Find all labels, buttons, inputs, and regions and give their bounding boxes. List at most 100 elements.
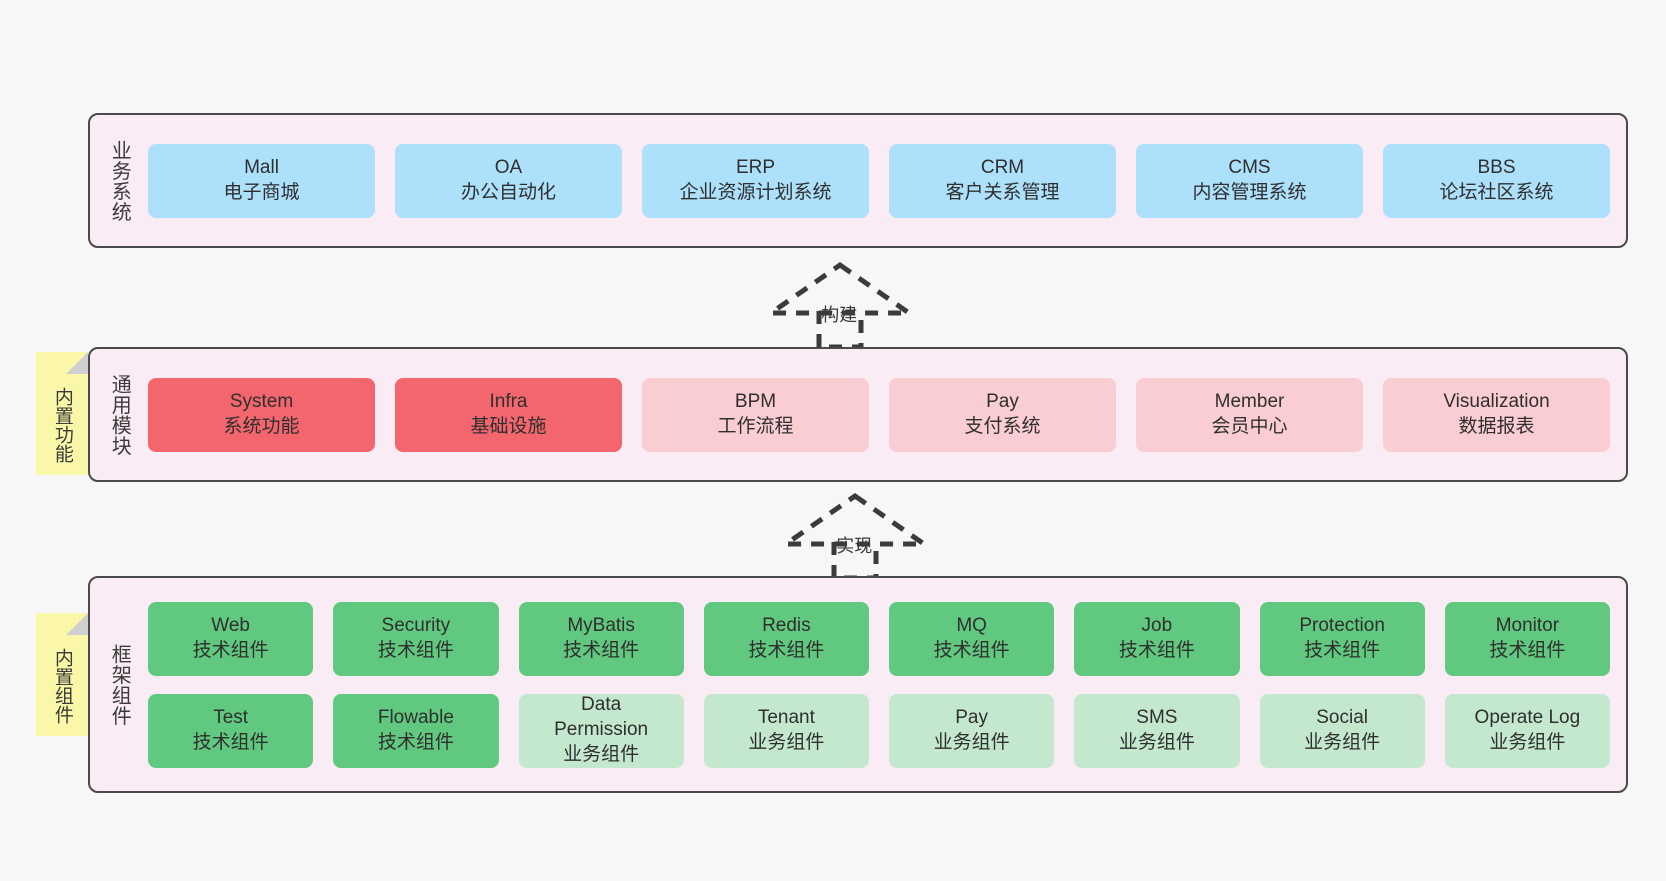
box-title-cn: 内容管理系统 — [1192, 181, 1307, 203]
box-title-en: BBS — [1477, 156, 1516, 178]
box-title-cn: 技术组件 — [933, 639, 1010, 661]
box-title-cn: 论坛社区系统 — [1439, 181, 1554, 203]
band-common-modules: 通用模块 System 系统功能 Infra 基础设施 BPM 工作流程 Pay 支付系统 Me… — [88, 347, 1628, 482]
box-title-en: CMS — [1228, 156, 1271, 178]
box-title-cn: 业务组件 — [1304, 731, 1381, 753]
box-title-cn: 业务组件 — [748, 731, 825, 753]
box-title-cn: 技术组件 — [377, 731, 454, 753]
box-title-en: CRM — [980, 156, 1025, 178]
box-title-en: Mall — [244, 156, 279, 178]
box-erp: ERP 企业资源计划系统 — [642, 143, 869, 218]
box-title-en: Redis — [762, 614, 811, 636]
box-title-en: BPM — [734, 390, 777, 412]
box-test: Test 技术组件 — [148, 693, 314, 768]
note-builtin-functions-label: 内置功能 — [51, 386, 73, 463]
box-title-cn: 基础设施 — [470, 415, 547, 437]
box-flowable: Flowable 技术组件 — [333, 693, 499, 768]
box-bpm: BPM 工作流程 — [642, 377, 869, 452]
box-title-cn: 业务组件 — [1489, 731, 1566, 753]
box-operate-log: Operate Log 业务组件 — [1444, 693, 1610, 768]
box-title-en: System — [229, 390, 294, 412]
note-builtin-components-label: 内置组件 — [51, 647, 73, 724]
box-infra: Infra 基础设施 — [395, 377, 622, 452]
box-title-en: Pay — [955, 706, 988, 728]
box-visualization: Visualization 数据报表 — [1383, 377, 1610, 452]
box-title-en: Pay — [986, 390, 1019, 412]
box-title-en: Flowable — [377, 706, 454, 728]
box-title-cn: 数据报表 — [1458, 415, 1535, 437]
box-title-en: Visualization — [1443, 390, 1550, 412]
common-modules-row: System 系统功能 Infra 基础设施 BPM 工作流程 Pay 支付系统 Member 会… — [148, 377, 1610, 452]
box-job: Job 技术组件 — [1074, 601, 1240, 676]
box-title-cn: 企业资源计划系统 — [679, 181, 832, 203]
box-title-en: Infra — [489, 390, 528, 412]
box-title-en: Security — [381, 614, 451, 636]
box-title-cn: 技术组件 — [192, 639, 269, 661]
band-framework-components-label: 框架组件 — [108, 643, 131, 726]
box-system: System 系统功能 — [148, 377, 375, 452]
box-title-cn: 电子商城 — [223, 181, 300, 203]
box-title-en: SMS — [1136, 706, 1178, 728]
box-title-cn: 技术组件 — [377, 639, 454, 661]
box-title-cn: 业务组件 — [933, 731, 1010, 753]
box-title-en: OA — [494, 156, 523, 178]
band-common-modules-body: System 系统功能 Infra 基础设施 BPM 工作流程 Pay 支付系统 Member 会… — [136, 349, 1626, 480]
box-cms: CMS 内容管理系统 — [1136, 143, 1363, 218]
box-title-en: Member — [1214, 390, 1285, 412]
box-title-cn: 客户关系管理 — [945, 181, 1060, 203]
band-business-system: 业务系统 Mall 电子商城 OA 办公自动化 ERP 企业资源计划系统 CRM 客户关系管理… — [88, 113, 1628, 248]
box-title-cn: 业务组件 — [563, 743, 640, 765]
box-pay: Pay 业务组件 — [889, 693, 1055, 768]
box-title-cn: 业务组件 — [1118, 731, 1195, 753]
box-title-cn: 技术组件 — [748, 639, 825, 661]
box-title-cn: 工作流程 — [717, 415, 794, 437]
box-member: Member 会员中心 — [1136, 377, 1363, 452]
box-title-en: MyBatis — [567, 614, 635, 636]
arrow-realize-label: 实现 — [836, 536, 873, 556]
box-title-en: Test — [213, 706, 249, 728]
box-title-en: Tenant — [757, 706, 815, 728]
box-bbs: BBS 论坛社区系统 — [1383, 143, 1610, 218]
box-pay: Pay 支付系统 — [889, 377, 1116, 452]
box-title-cn: 技术组件 — [1118, 639, 1195, 661]
box-title-en: Job — [1141, 614, 1173, 636]
box-title-cn: 技术组件 — [563, 639, 640, 661]
box-tenant: Tenant 业务组件 — [703, 693, 869, 768]
box-sms: SMS 业务组件 — [1074, 693, 1240, 768]
arrow-realize: 实现 — [780, 490, 930, 582]
box-crm: CRM 客户关系管理 — [889, 143, 1116, 218]
box-title-en: Operate Log — [1474, 706, 1581, 728]
box-title-cn: 技术组件 — [1489, 639, 1566, 661]
box-title-cn: 技术组件 — [192, 731, 269, 753]
box-title-en: Data Permission — [554, 694, 649, 741]
box-oa: OA 办公自动化 — [395, 143, 622, 218]
box-title-cn: 办公自动化 — [460, 181, 556, 203]
band-business-system-body: Mall 电子商城 OA 办公自动化 ERP 企业资源计划系统 CRM 客户关系管理 CMS 内容… — [136, 115, 1626, 246]
box-title-en: ERP — [735, 156, 776, 178]
note-builtin-components: 内置组件 — [36, 613, 88, 736]
band-business-system-label: 业务系统 — [108, 139, 131, 222]
arrow-build-label: 构建 — [821, 305, 858, 325]
business-system-row: Mall 电子商城 OA 办公自动化 ERP 企业资源计划系统 CRM 客户关系管理 CMS 内容… — [148, 143, 1610, 218]
box-mall: Mall 电子商城 — [148, 143, 375, 218]
box-protection: Protection 技术组件 — [1259, 601, 1425, 676]
box-title-cn: 支付系统 — [964, 415, 1041, 437]
box-title-cn: 系统功能 — [223, 415, 300, 437]
box-title-cn: 会员中心 — [1211, 415, 1288, 437]
band-common-modules-label: 通用模块 — [108, 373, 131, 456]
box-title-cn: 技术组件 — [1304, 639, 1381, 661]
box-monitor: Monitor 技术组件 — [1444, 601, 1610, 676]
box-mq: MQ 技术组件 — [889, 601, 1055, 676]
box-security: Security 技术组件 — [333, 601, 499, 676]
note-builtin-functions: 内置功能 — [36, 352, 88, 475]
box-title-en: MQ — [956, 614, 987, 636]
box-title-en: Protection — [1299, 614, 1385, 636]
box-mybatis: MyBatis 技术组件 — [518, 601, 684, 676]
box-title-en: Monitor — [1495, 614, 1560, 636]
